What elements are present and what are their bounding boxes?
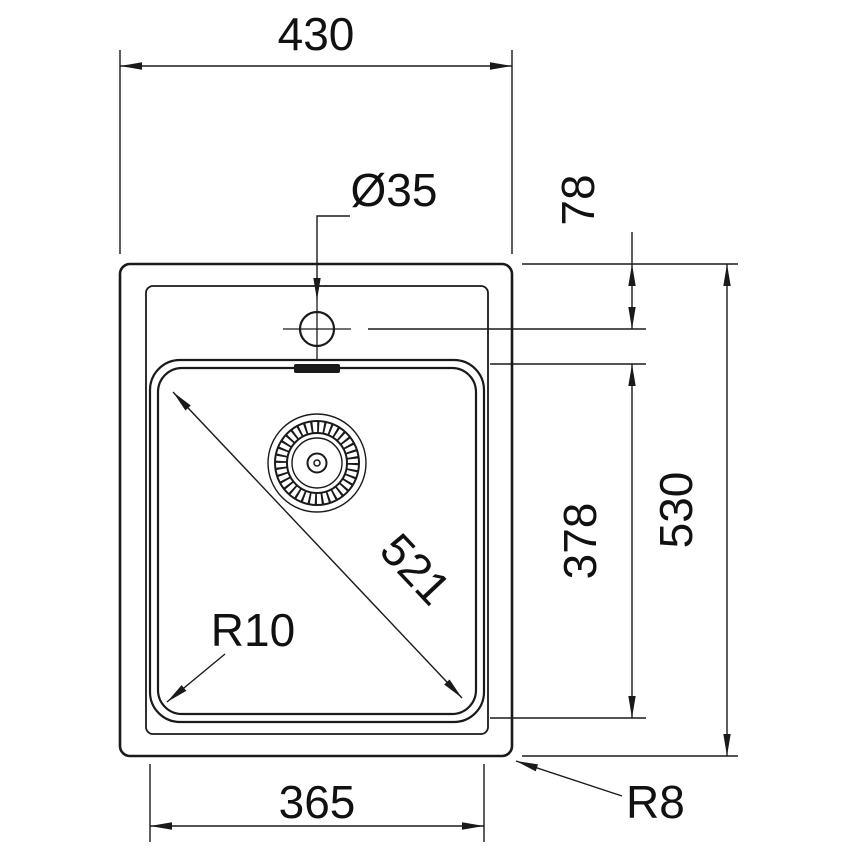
dim-label-tap-offset: 78 (552, 174, 604, 225)
dim-line (172, 391, 463, 699)
dim-bowl-depth: 378 (490, 363, 646, 719)
dim-bowl-corner-radius: R10 (166, 604, 295, 703)
drain-center-ring (306, 452, 328, 474)
dim-label-bowl-depth: 378 (554, 503, 606, 580)
dim-tap-offset: 78 (368, 174, 646, 330)
dim-overall-width: 430 (119, 8, 513, 254)
dim-bowl-width: 365 (149, 764, 485, 842)
leader-line (313, 215, 350, 300)
tap-hole (283, 300, 351, 360)
leader-line (515, 760, 623, 797)
dim-tap-hole: Ø35 (313, 164, 438, 300)
dim-label-bowl-corner-radius: R10 (211, 604, 295, 656)
dim-label-tap-hole-diameter: Ø35 (351, 164, 438, 216)
dim-label-bowl-diagonal: 521 (370, 523, 461, 614)
leader-line (166, 653, 226, 703)
dim-overall-depth: 530 (522, 263, 738, 757)
dim-label-outer-corner-radius: R8 (626, 776, 685, 828)
sink-body (118, 262, 514, 758)
sink-outline (118, 262, 514, 758)
drain-center-dot (313, 459, 321, 467)
dim-outer-corner-radius: R8 (515, 760, 685, 828)
drain-ring-3 (286, 432, 348, 494)
drain (267, 413, 367, 513)
overflow-slot (294, 364, 340, 373)
dim-label-overall-width: 430 (278, 8, 355, 60)
drain-ring-4 (291, 437, 343, 489)
dim-label-bowl-width: 365 (279, 776, 356, 828)
dim-label-overall-depth: 530 (650, 472, 702, 549)
